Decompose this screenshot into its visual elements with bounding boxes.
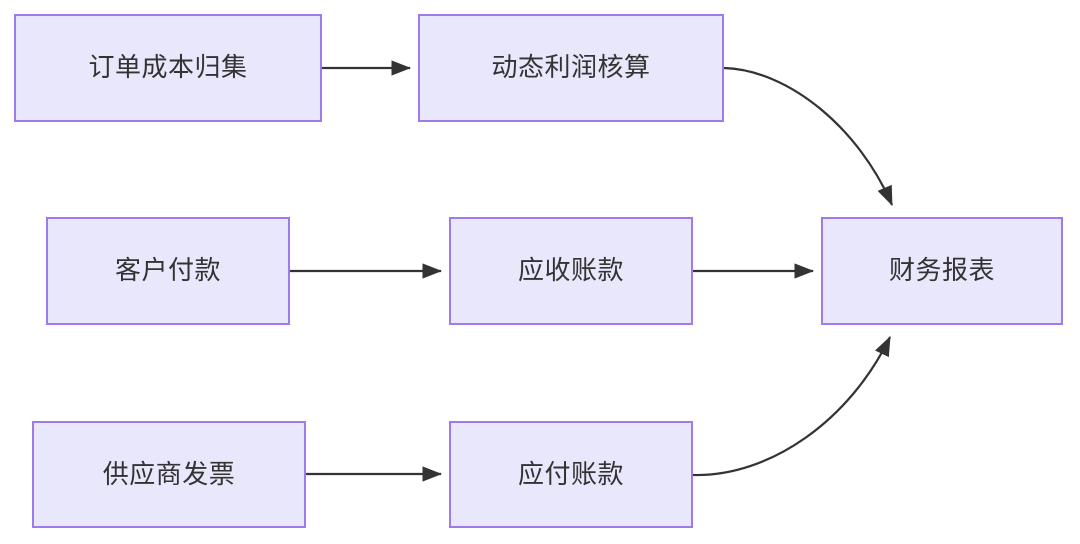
node-customer-payment[interactable]: 客户付款: [46, 217, 290, 325]
node-label-order-cost: 订单成本归集: [88, 52, 248, 83]
node-label-supplier-invoice: 供应商发票: [102, 458, 236, 489]
node-accounts-receivable[interactable]: 应收账款: [449, 217, 693, 325]
node-dynamic-profit[interactable]: 动态利润核算: [418, 14, 724, 122]
node-label-customer-payment: 客户付款: [114, 255, 221, 286]
edge-accounts-payable-to-financial-report: [692, 336, 891, 477]
node-label-dynamic-profit: 动态利润核算: [491, 52, 651, 83]
node-label-financial-report: 财务报表: [888, 255, 995, 286]
node-label-accounts-receivable: 应收账款: [517, 255, 624, 286]
node-supplier-invoice[interactable]: 供应商发票: [32, 421, 306, 528]
edge-dynamic-profit-to-financial-report: [723, 66, 894, 207]
node-order-cost[interactable]: 订单成本归集: [14, 14, 322, 122]
node-financial-report[interactable]: 财务报表: [821, 217, 1063, 325]
node-accounts-payable[interactable]: 应付账款: [449, 421, 693, 528]
node-label-accounts-payable: 应付账款: [517, 458, 624, 489]
